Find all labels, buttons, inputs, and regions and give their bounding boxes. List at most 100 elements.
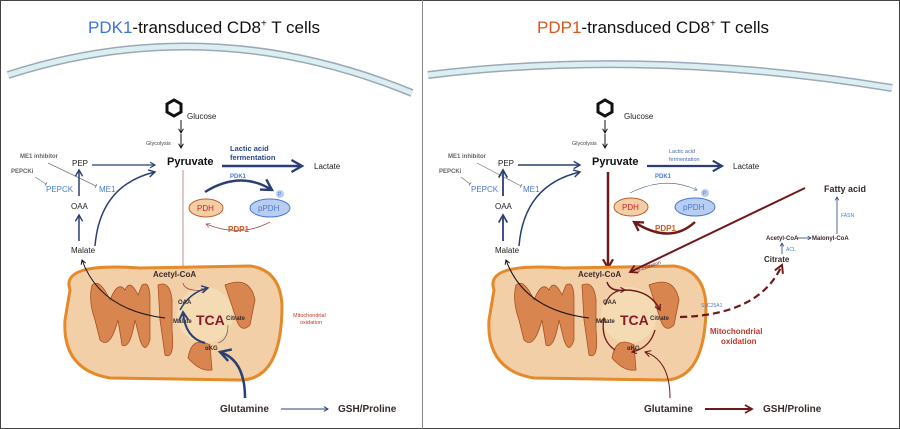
diagram-label: Malate	[495, 246, 520, 255]
ppdh-label: pPDH	[258, 204, 280, 213]
diagram-label: ME1	[523, 185, 540, 194]
diagram-label: pPDH	[683, 203, 705, 212]
ppdh-ellipse	[249, 198, 291, 218]
fermentation-label: fermentation	[230, 153, 276, 162]
pathway-arrow	[632, 220, 696, 235]
mitochondrion	[487, 264, 708, 382]
malonyl-coa-label: Malonyl-CoA	[812, 236, 849, 242]
pathway-arrow	[460, 176, 472, 186]
diagram-label: PEPCK	[471, 185, 499, 194]
diagram-label: PDK1	[655, 174, 672, 180]
pathway-arrow	[504, 259, 590, 319]
pathway-arrow	[514, 282, 575, 348]
pathway-arrow	[179, 285, 210, 311]
tca-citrate-label: Citrate	[226, 316, 246, 322]
diagram-label: PDP1	[655, 224, 676, 233]
diagram-label: oxidation	[721, 337, 757, 346]
pdh-ellipse	[188, 198, 224, 218]
diagram-label: Malate	[596, 319, 615, 325]
pathway-arrow	[581, 283, 598, 357]
right-title-rest: -transduced CD8	[581, 18, 710, 37]
diagram-label: OAA	[603, 300, 617, 306]
diagram-label: Citrate	[650, 316, 670, 322]
mito-oxidation-label-2: oxidation	[300, 320, 322, 326]
pepcki-label: PEPCKi	[11, 169, 34, 175]
tca-oaa-label: OAA	[178, 300, 192, 306]
pathway-arrow	[204, 178, 275, 194]
panel-divider	[422, 0, 423, 429]
fasn-label: FASN	[841, 213, 854, 219]
pathway-arrow	[34, 176, 48, 186]
right-title-end: T cells	[715, 18, 770, 37]
diagram-label: fermentation	[669, 157, 700, 163]
lactate-label: Lactate	[314, 162, 341, 171]
pathway-arrow	[518, 169, 582, 247]
pathway-arrow	[224, 281, 256, 329]
diagram-label: Lactate	[733, 162, 760, 171]
pathway-arrow	[7, 43, 413, 96]
diagram-label: αKG	[627, 346, 640, 352]
slc25a1-label: SLC25A1	[701, 303, 723, 309]
pathway-arrow	[177, 310, 206, 344]
diagram-label: Mitochondrial	[710, 327, 762, 336]
cyto-acetyl-coa-label: Acetyl-CoA	[766, 236, 799, 242]
pdh-label: PDH	[197, 204, 214, 213]
pathway-arrow	[644, 350, 671, 399]
glucose-label: Glucose	[187, 112, 217, 121]
right-title-sup: +	[709, 18, 716, 30]
pathway-arrow	[157, 283, 174, 357]
pathway-arrow	[628, 187, 806, 274]
tca-akg-label: αKG	[205, 346, 218, 352]
pathway-arrow	[187, 341, 213, 371]
pdp1-label: PDP1	[228, 225, 249, 234]
pyruvate-label: Pyruvate	[592, 156, 638, 168]
pathway-arrow	[648, 281, 680, 329]
diagram-label: P	[278, 192, 282, 198]
acetyl-coa-label: Acetyl-CoA	[153, 270, 196, 279]
left-panel-title: PDK1-transduced CD8+ T cells	[88, 18, 320, 38]
glycolysis-label: Glycolysis	[146, 141, 171, 147]
phosphate-badge	[276, 190, 284, 198]
pathway-arrow	[629, 182, 698, 194]
diagram-shape	[601, 287, 657, 343]
pep-label: PEP	[72, 159, 88, 168]
mitochondrion	[63, 264, 284, 382]
pathway-arrow	[94, 169, 157, 247]
oaa-label: OAA	[71, 202, 89, 211]
mito-oxidation-label-1: Mitochondrial	[293, 313, 326, 319]
right-panel-title: PDP1-transduced CD8+ T cells	[537, 18, 769, 38]
diagram-shape	[613, 197, 649, 217]
tca-malate-label: Malate	[173, 319, 192, 325]
pdk1-label: PDK1	[230, 174, 247, 180]
fatty-acid-label: Fatty acid	[824, 184, 866, 194]
gsh-proline-label: GSH/Proline	[338, 404, 397, 415]
me1-label: ME1	[99, 185, 116, 194]
diagram-label: TCA	[620, 312, 649, 328]
acl-label: ACL	[786, 247, 796, 253]
diagram-label: Acetyl-CoA	[578, 270, 621, 279]
diagram-label: GSH/Proline	[763, 404, 822, 415]
diagram-label: Glutamine	[644, 404, 693, 415]
glucose-icon	[596, 98, 614, 118]
pathway-arrow	[90, 282, 151, 348]
diagram-shape	[701, 189, 709, 197]
pathway-arrow	[217, 348, 247, 399]
diagram-shape	[674, 197, 716, 217]
pathway-arrow	[604, 286, 627, 306]
pyruvate-label: Pyruvate	[167, 156, 213, 168]
right-panel: Glucose Glycolysis Pyruvate Lactic acid …	[427, 60, 893, 415]
pathway-arrow	[679, 263, 784, 319]
malate-label: Malate	[71, 246, 96, 255]
pathway-arrow	[427, 61, 893, 91]
tca-label: TCA	[196, 312, 225, 328]
diagram-label: Lactic acid	[669, 149, 695, 155]
pathway-arrow	[47, 162, 98, 189]
me1-inhibitor-label: ME1 inhibitor	[20, 154, 59, 160]
diagram-label: PEP	[498, 159, 514, 168]
diagram-label: OAA	[495, 202, 513, 211]
diagram-label: Glucose	[624, 112, 654, 121]
right-title-highlight: PDP1	[537, 18, 582, 37]
pathway-arrow	[205, 221, 271, 231]
pathway-arrow	[611, 341, 637, 371]
